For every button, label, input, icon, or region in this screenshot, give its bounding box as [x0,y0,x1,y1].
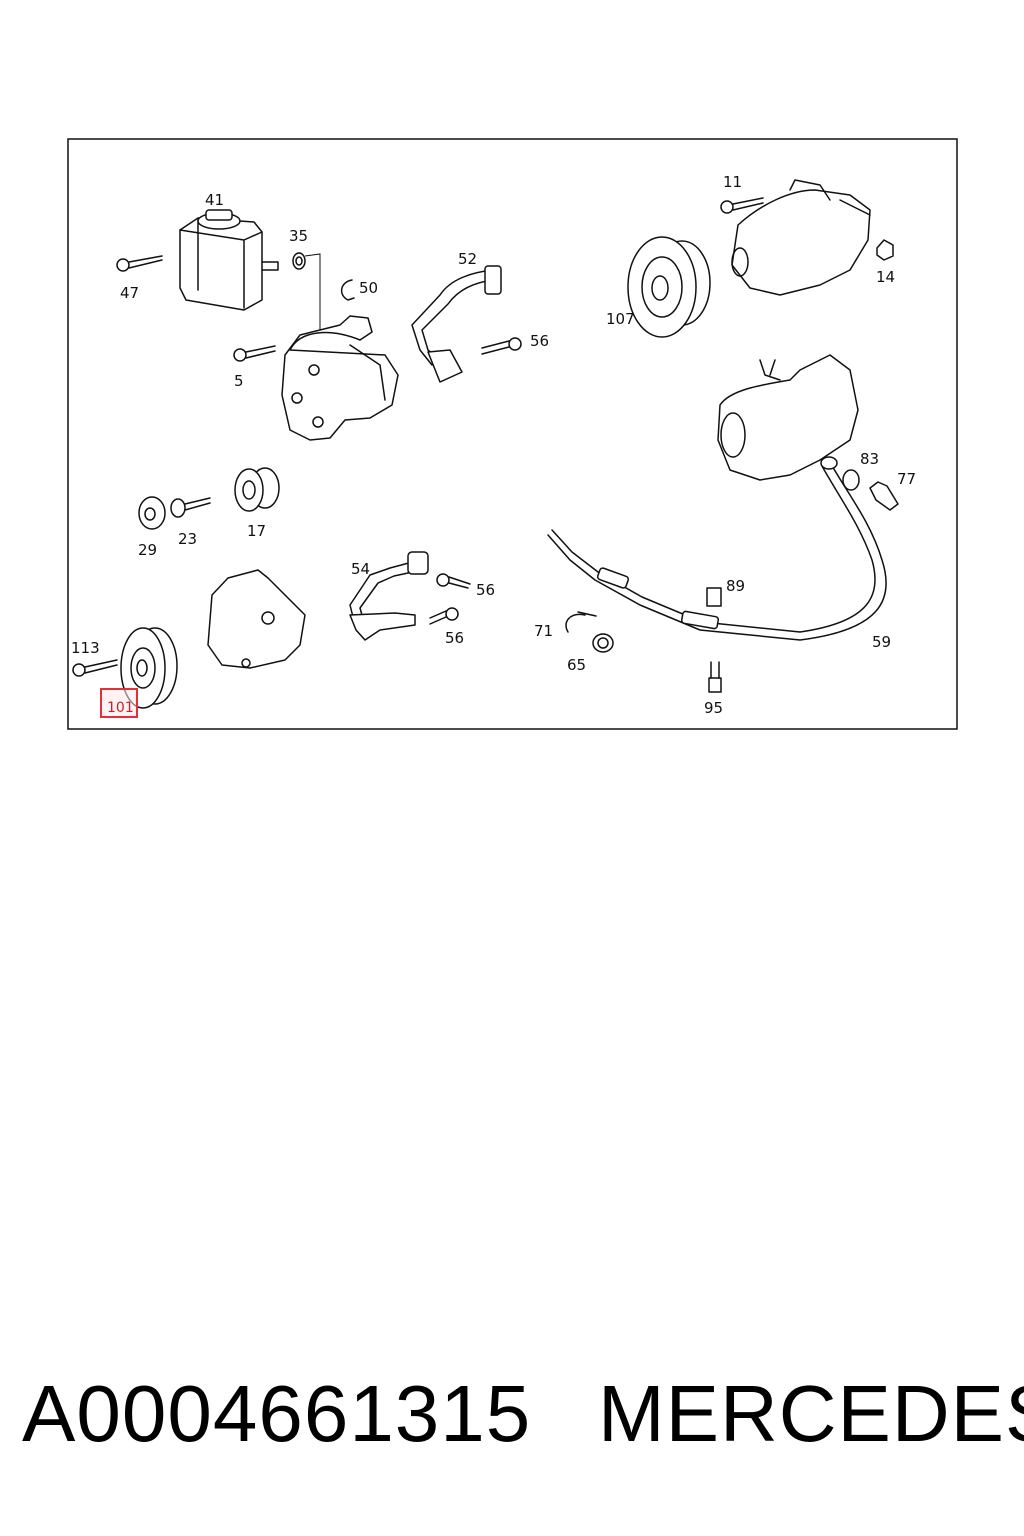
clip-71-part [565,611,597,633]
pipe-54-part [349,551,429,641]
callout-59: 59 [872,633,891,651]
pump-right-part [717,354,859,481]
pulley-17-part [234,467,280,512]
callout-65: 65 [567,656,586,674]
grommet-65-part [592,633,614,653]
callout-52: 52 [458,250,477,268]
bolt-5-part [233,345,276,362]
nut-14-part [876,239,894,261]
seal-35-part [292,252,321,330]
bolt-56a-part [481,337,522,355]
callout-5: 5 [234,372,244,390]
bolt-56b-part [436,573,471,589]
brand-caption: MERCEDES [598,1369,1024,1458]
callout-107: 107 [606,310,635,328]
bolt-56c-part [429,607,459,625]
parts-diagram: 41 35 52 47 50 56 5 11 14 107 83 77 29 2… [67,138,958,730]
bolt-113-part [72,659,118,677]
bolt-47-part [116,255,163,272]
callout-95: 95 [704,699,723,717]
clip-50-part [340,279,355,301]
bolt-77-part [869,481,899,511]
callout-101-highlighted: 101 [107,700,134,716]
callout-41: 41 [205,191,224,209]
callout-14: 14 [876,268,895,286]
diagram-frame [67,138,958,730]
callout-56b: 56 [476,581,495,599]
pipe-52-part [411,265,502,383]
callout-89: 89 [726,577,745,595]
callout-113: 113 [71,639,100,657]
bolt-95-part [708,661,722,693]
pump-top-part [281,315,399,441]
callout-29: 29 [138,541,157,559]
bolt-11-part [720,197,764,214]
callout-54: 54 [351,560,370,578]
callout-50: 50 [359,279,378,297]
callout-77: 77 [897,470,916,488]
part-number-caption: A0004661315 [22,1369,532,1458]
callout-35: 35 [289,227,308,245]
bolt-23-part [170,497,211,518]
washer-83-part [842,469,860,491]
callout-71: 71 [534,622,553,640]
pump-lower-part [207,569,306,669]
hose-59-part [547,456,887,641]
callout-11: 11 [723,173,742,191]
callout-56a: 56 [530,332,549,350]
callout-56c: 56 [445,629,464,647]
callout-17: 17 [247,522,266,540]
highlight-box [100,688,138,718]
washer-29-part [138,496,166,530]
callout-23: 23 [178,530,197,548]
bushing-89-part [706,587,722,607]
reservoir-part [179,209,279,311]
callout-47: 47 [120,284,139,302]
pump-top-right-part [731,179,871,296]
callout-83: 83 [860,450,879,468]
pulley-107-part [627,236,711,338]
